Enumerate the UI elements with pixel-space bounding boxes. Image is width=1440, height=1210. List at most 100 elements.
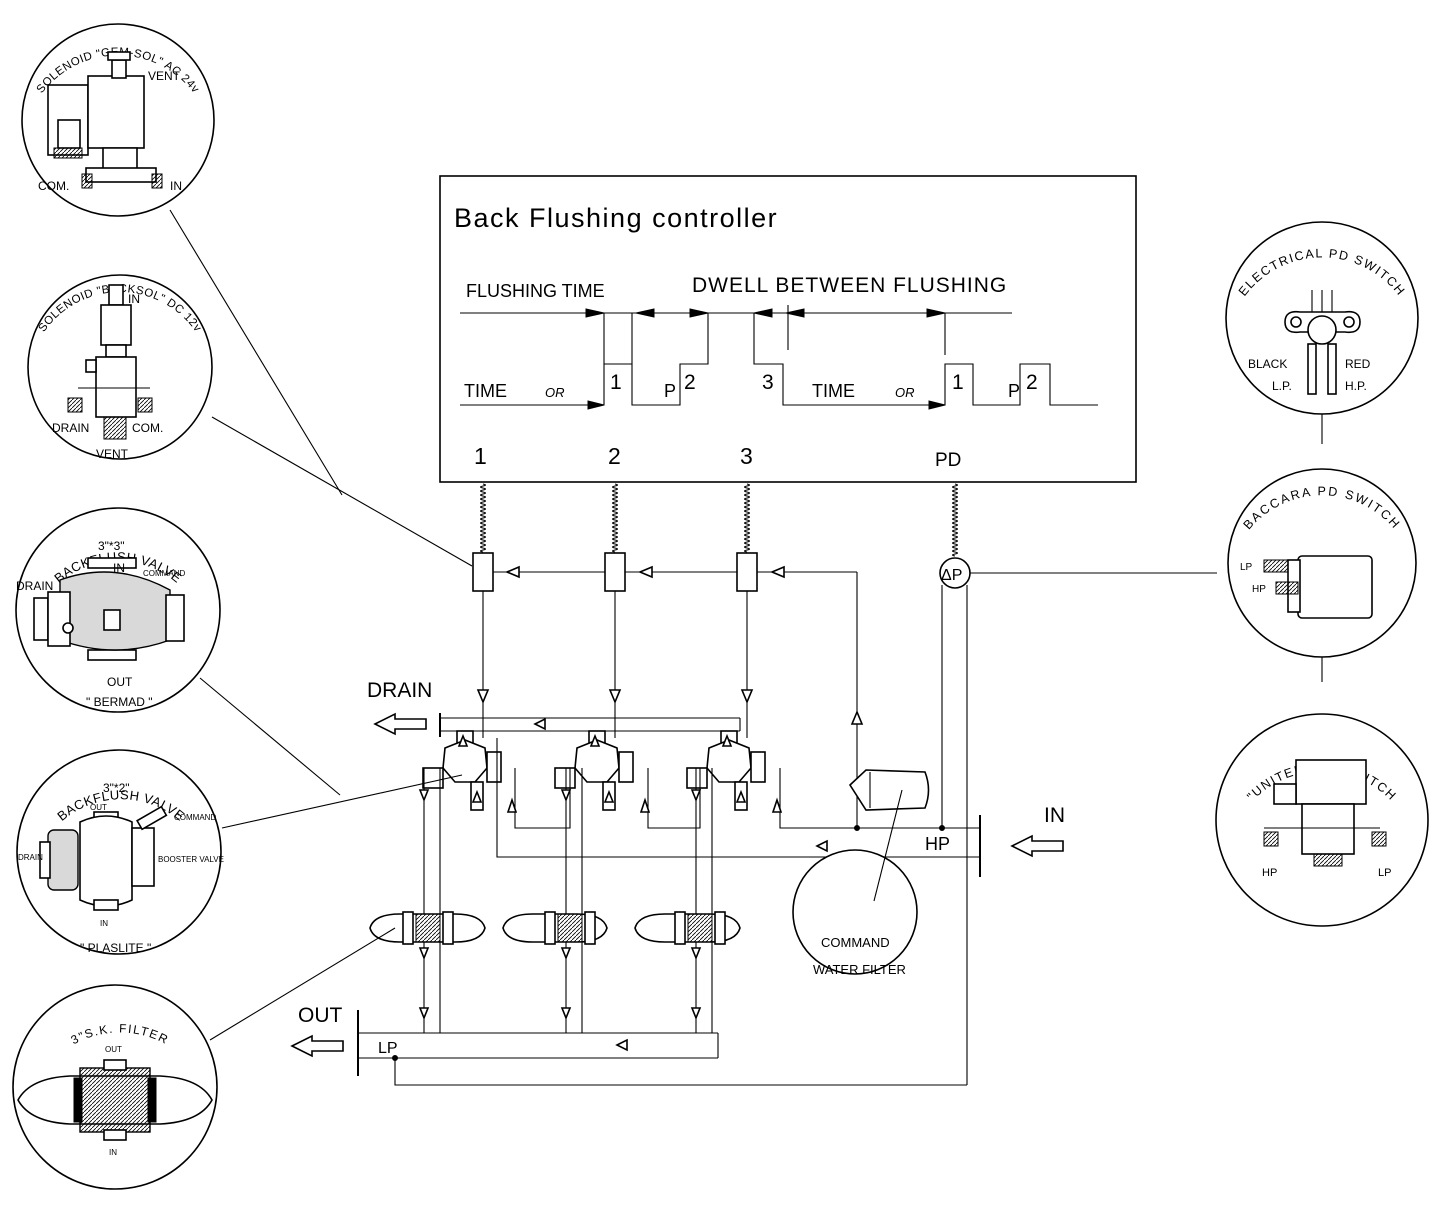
or-label-1: OR (545, 385, 565, 400)
plaslite-in: IN (100, 919, 108, 928)
filter-stack (369, 768, 741, 1033)
timing-arrow (635, 308, 655, 318)
output-label: PD (935, 450, 961, 471)
pulse-waveform (460, 312, 1098, 406)
drain-manifold: DRAIN (367, 679, 741, 737)
timing-arrow (689, 308, 709, 318)
time-label-1: TIME (464, 381, 507, 401)
electrical-red: RED (1345, 357, 1371, 371)
valve-body (574, 739, 620, 783)
callout-united-pd: "UNITED" PD SWITCH HP LP (1215, 713, 1429, 927)
disc-filter (369, 768, 486, 1033)
gem-sol-in: IN (170, 179, 182, 193)
bermad-drain: DRAIN (16, 579, 53, 593)
outlet-manifold: OUT LP (290, 1004, 967, 1086)
bermad-valve-icon (33, 557, 185, 661)
inlet-manifold: HP IN (496, 738, 1065, 877)
command-filter-label: WATER FILTER (813, 962, 906, 977)
baccara-switch-icon (1263, 555, 1373, 619)
callout-bermad: BACKFLUSH VALVE 3"*3" IN DRAIN COMMAND O… (15, 507, 221, 713)
solenoid-3 (736, 552, 758, 592)
plaslite-brand: " PLASLITE " (80, 941, 151, 955)
electrical-hp: H.P. (1345, 379, 1367, 393)
filter-clamp (442, 911, 454, 945)
pulse-label: 2 (684, 371, 696, 394)
controller-title: Back Flushing controller (454, 203, 778, 233)
sk-filter-out: OUT (105, 1045, 122, 1054)
timing-arrow (753, 308, 773, 318)
valve-command-port (618, 751, 634, 783)
backflush-valve (686, 730, 766, 811)
solenoid-2 (604, 552, 626, 592)
callout-plaslite: BACKFLUSH VALVE 3"*2" OUT COMMAND DRAIN … (16, 749, 224, 955)
callout-baccara-pd: BACCARA PD SWITCH LP HP (1227, 468, 1417, 658)
valve-flow-arrow (721, 733, 733, 747)
filter-flow-arrow (418, 947, 430, 961)
disc-filter (634, 768, 741, 1033)
united-hp: HP (1262, 867, 1277, 879)
valve-flow-arrow (589, 733, 601, 747)
coiled-cables (479, 483, 959, 557)
coiled-cable (611, 483, 619, 553)
command-filter-label: COMMAND (821, 935, 890, 950)
valve-flow-arrow (735, 789, 747, 803)
valve-body (442, 739, 488, 783)
sk-filter-in: IN (109, 1148, 117, 1157)
filter-clamp (714, 911, 726, 945)
plaslite-out: OUT (90, 803, 107, 812)
electrical-lp: L.P. (1272, 379, 1292, 393)
callout-backsol: SOLENOID "BACKSOL" DC 12v IN DRAIN COM. … (27, 274, 213, 461)
filter-flow-arrow (690, 947, 702, 961)
pulse-label: 1 (952, 371, 964, 394)
filter-flow-arrow (690, 1007, 702, 1021)
plaslite-booster: BOOSTER VALVE (158, 855, 224, 864)
plaslite-command: COMMAND (174, 813, 216, 822)
united-switch-icon (1263, 759, 1387, 867)
backflush-valves (422, 730, 766, 811)
filter-flow-arrow (560, 947, 572, 961)
controller-box: Back Flushing controller FLUSHING TIME D… (439, 175, 1137, 483)
bermad-size: 3"*3" (98, 539, 125, 553)
filter-flow-arrow (418, 789, 430, 803)
filter-flow-arrow (560, 1007, 572, 1021)
backsol-com: COM. (132, 421, 163, 435)
drain-label: DRAIN (367, 679, 432, 702)
baccara-lp: LP (1240, 562, 1253, 573)
dp-label: ΔP (941, 567, 962, 584)
filter-clamp (544, 911, 556, 945)
disc-filter (502, 768, 608, 1033)
bermad-out: OUT (107, 675, 133, 689)
gem-sol-solenoid-icon (47, 51, 163, 189)
backflush-valve (422, 730, 502, 811)
timing-arrow (585, 308, 605, 318)
filter-clamp (402, 911, 414, 945)
command-water-filter: COMMAND WATER FILTER (792, 769, 930, 977)
drain-arrow (373, 712, 427, 736)
valve-outlet-port (686, 767, 708, 789)
filter-element (687, 913, 713, 943)
valve-command-port (750, 751, 766, 783)
backsol-drain: DRAIN (52, 421, 89, 435)
filter-clamp (674, 911, 686, 945)
timing-arrow (926, 308, 946, 318)
time-label-2: TIME (812, 381, 855, 401)
callout-gem-sol: SOLENOID "GEM-SOL" AC 24v VENT COM. IN (21, 23, 215, 217)
backsol-in: IN (128, 292, 140, 306)
gem-sol-com: COM. (38, 179, 69, 193)
pulse-label: 1 (610, 371, 622, 394)
backsol-vent: VENT (96, 447, 129, 461)
inlet-arrow (1010, 834, 1064, 858)
pulse-label: P (664, 381, 676, 401)
filter-flow-arrow (560, 789, 572, 803)
callout-electrical-pd: ELECTRICAL PD SWITCH BLACK RED L.P. H.P. (1225, 221, 1419, 415)
valve-flow-arrow (457, 733, 469, 747)
filter-clamp (584, 911, 596, 945)
electrical-switch-icon (1284, 290, 1361, 395)
leader-lines (169, 209, 1323, 1041)
hp-label: HP (925, 834, 950, 854)
filter-element (557, 913, 583, 943)
valve-command-port (486, 751, 502, 783)
bermad-brand: " BERMAD " (86, 695, 153, 709)
flushing-time-label: FLUSHING TIME (466, 281, 605, 301)
